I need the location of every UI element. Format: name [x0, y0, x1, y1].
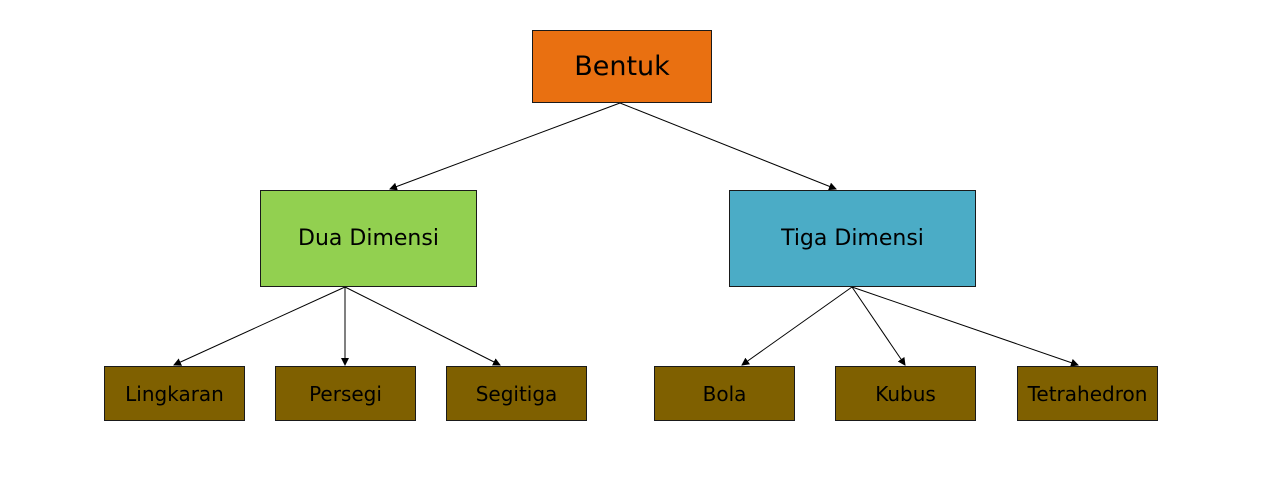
leaf-node-label: Lingkaran [125, 381, 224, 406]
leaf-node-persegi: Persegi [275, 366, 416, 421]
leaf-node-lingkaran: Lingkaran [104, 366, 245, 421]
edge-dua-dimensi-to-segitiga [344, 286, 501, 366]
leaf-node-label: Persegi [309, 381, 382, 406]
branch-node-tiga-dimensi: Tiga Dimensi [729, 190, 976, 287]
branch-node-label: Tiga Dimensi [781, 226, 924, 251]
leaf-node-label: Tetrahedron [1027, 381, 1148, 406]
leaf-node-tetrahedron: Tetrahedron [1017, 366, 1158, 421]
edge-tiga-dimensi-to-bola [741, 286, 853, 366]
edge-dua-dimensi-to-lingkaran [173, 286, 346, 366]
edge-root-to-dua-dimensi [389, 102, 621, 191]
edge-tiga-dimensi-to-kubus [851, 286, 906, 366]
edge-tiga-dimensi-to-tetrahedron [851, 286, 1079, 367]
leaf-node-label: Kubus [875, 381, 936, 406]
leaf-node-label: Bola [702, 381, 747, 406]
leaf-node-label: Segitiga [475, 381, 558, 406]
root-node-bentuk: Bentuk [532, 30, 712, 103]
root-node-label: Bentuk [574, 51, 670, 82]
branch-node-dua-dimensi: Dua Dimensi [260, 190, 477, 287]
leaf-node-kubus: Kubus [835, 366, 976, 421]
branch-node-label: Dua Dimensi [298, 226, 439, 251]
edge-root-to-tiga-dimensi [619, 102, 837, 191]
leaf-node-segitiga: Segitiga [446, 366, 587, 421]
leaf-node-bola: Bola [654, 366, 795, 421]
